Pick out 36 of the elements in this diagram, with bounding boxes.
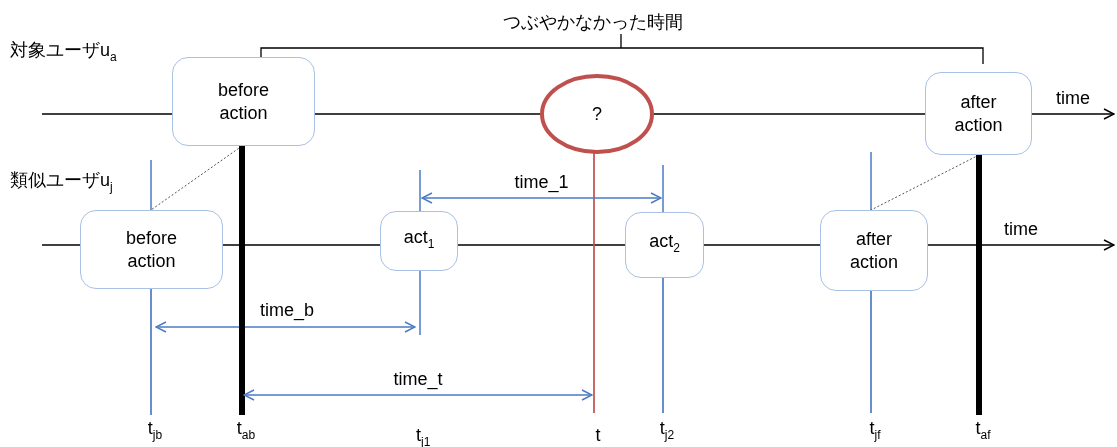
connector-line [976,155,982,415]
connector-line [314,113,541,115]
rounded-box: after action [820,210,928,291]
timeline-arrow [927,239,1115,251]
connector-line [653,113,926,115]
time-label: t [581,413,615,445]
rounded-box: act$_{1}$ [380,211,458,271]
connector-line [593,151,595,414]
rounded-box: before action [172,57,315,146]
row-label: 対象ユーザu$_{a}$ [10,40,117,66]
rounded-box: act$_{2}$ [625,212,704,278]
connector-line [870,290,872,414]
connector-line [150,288,152,416]
timeline-arrow [243,389,593,401]
edge-label: time_1 [514,172,569,192]
ellipse-node: ? [540,74,654,154]
bracket-label: つぶやかなかった時間 [503,12,683,32]
timeline-arrow [1031,108,1115,120]
row-label: 類似ユーザu$_{j}$ [10,170,113,196]
connector-line [457,244,626,246]
dimension-label: time_b [260,300,315,320]
time-label: t$_{af}$ [966,415,1000,445]
edge-label: time_t [393,369,443,389]
connector-line [41,244,81,246]
time-label: t$_{jb}$ [138,415,172,445]
connector-line [222,244,381,246]
connector-line [239,146,245,415]
connector-line [662,277,664,414]
time-label: t$_{jf}$ [858,413,892,445]
time-label: t$_{j2}$ [650,413,684,445]
rounded-box: after action [925,72,1032,155]
rounded-box: before action [80,210,223,289]
connector-line [703,244,821,246]
connector-line [41,113,173,115]
time-label: t$_{ab}$ [229,415,263,445]
timeline-arrow [421,192,662,204]
